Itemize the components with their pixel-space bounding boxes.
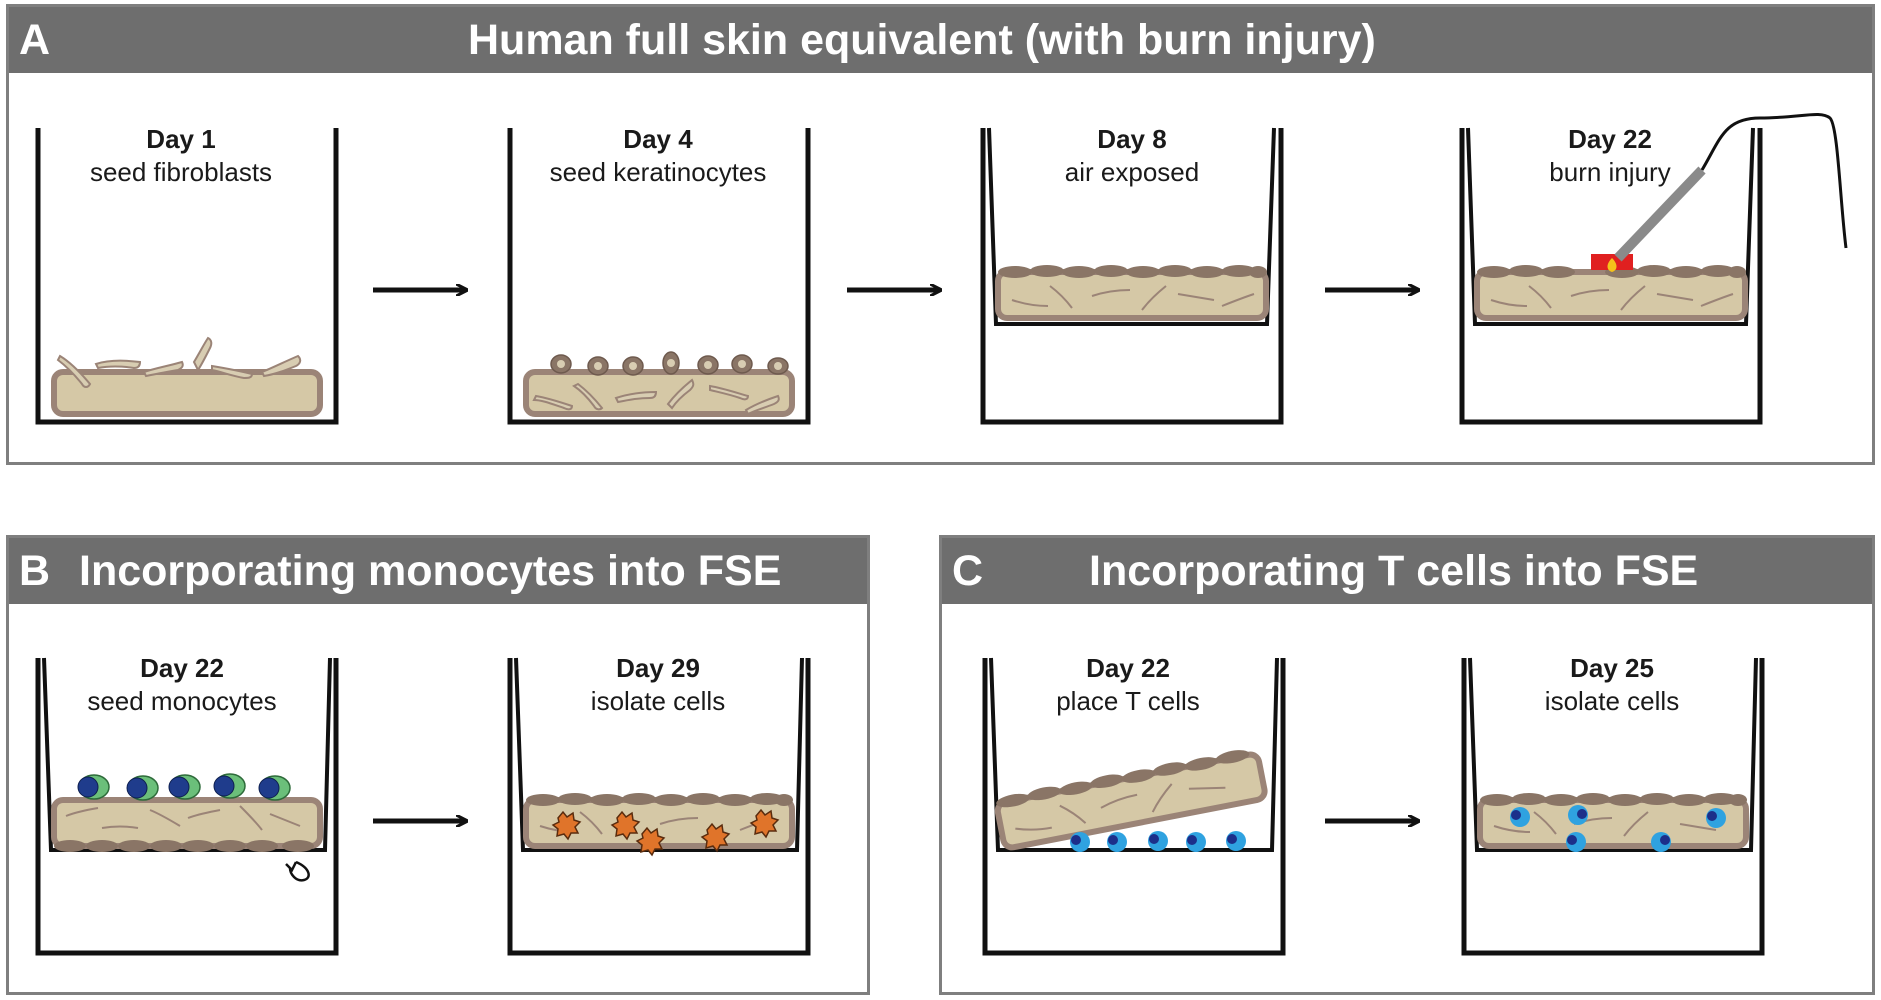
dermis-layer bbox=[994, 751, 1268, 851]
panel-a-header: A Human full skin equivalent (with burn … bbox=[9, 7, 1872, 73]
stage-b2-desc: isolate cells bbox=[590, 686, 726, 716]
panel-b-letter: B bbox=[19, 547, 51, 595]
stage-a1-desc: seed fibroblasts bbox=[89, 157, 273, 187]
epidermis-layer bbox=[1480, 793, 1747, 806]
stage-a2-day: Day 4 bbox=[623, 124, 693, 154]
panel-b-header: B Incorporating monocytes into FSE bbox=[9, 538, 867, 604]
panel-b-title: Incorporating monocytes into FSE bbox=[79, 547, 782, 595]
flame-icon bbox=[1607, 258, 1617, 272]
stage-a4-desc: burn injury bbox=[1549, 157, 1671, 187]
t-cells bbox=[1070, 831, 1246, 852]
well-a4 bbox=[1459, 112, 1848, 425]
keratinocyte-cells bbox=[550, 351, 789, 376]
macrophage-cells bbox=[551, 808, 780, 857]
well-c2 bbox=[1461, 657, 1765, 956]
fibroblast-cells bbox=[532, 378, 780, 416]
stage-b1-day: Day 22 bbox=[140, 653, 224, 683]
epidermis-layer bbox=[998, 265, 1267, 278]
flip-icon bbox=[288, 860, 310, 882]
fibroblast-cells bbox=[56, 336, 302, 388]
dermis-layer bbox=[51, 797, 323, 849]
panel-c-letter: C bbox=[952, 547, 984, 595]
epidermis-layer bbox=[526, 793, 793, 806]
well-b2 bbox=[507, 657, 811, 956]
panel-a-title: Human full skin equivalent (with burn in… bbox=[468, 16, 1376, 64]
stage-c2-label: Day 25 isolate cells bbox=[1462, 652, 1762, 718]
well-a3 bbox=[980, 127, 1284, 425]
panel-c-header: C Incorporating T cells into FSE bbox=[942, 538, 1872, 604]
dermis-layer bbox=[1474, 269, 1748, 321]
stage-a3-day: Day 8 bbox=[1097, 124, 1167, 154]
stage-c2-day: Day 25 bbox=[1570, 653, 1654, 683]
panel-c: C Incorporating T cells into FSE bbox=[939, 535, 1875, 995]
dermis-layer bbox=[995, 269, 1269, 321]
panel-c-title: Incorporating T cells into FSE bbox=[1089, 547, 1699, 595]
stage-a2-desc: seed keratinocytes bbox=[549, 157, 767, 187]
stage-a3-desc: air exposed bbox=[1064, 157, 1200, 187]
monocyte-cells bbox=[77, 773, 291, 801]
stage-c1-label: Day 22 place T cells bbox=[978, 652, 1278, 718]
t-cells bbox=[1510, 805, 1726, 852]
dermis-layer bbox=[51, 369, 323, 417]
stage-a3-label: Day 8 air exposed bbox=[982, 123, 1282, 189]
stage-a1-label: Day 1 seed fibroblasts bbox=[31, 123, 331, 189]
burn-probe bbox=[1614, 166, 1706, 262]
well-b1 bbox=[35, 657, 339, 956]
stage-a4-label: Day 22 burn injury bbox=[1460, 123, 1760, 189]
panel-a-letter: A bbox=[19, 16, 51, 64]
stage-c1-day: Day 22 bbox=[1086, 653, 1170, 683]
panel-b: B Incorporating monocytes into FSE bbox=[6, 535, 870, 995]
stage-c2-desc: isolate cells bbox=[1544, 686, 1680, 716]
well-c1 bbox=[982, 657, 1286, 956]
well-a2 bbox=[507, 128, 811, 425]
stage-b2-day: Day 29 bbox=[616, 653, 700, 683]
stage-b1-label: Day 22 seed monocytes bbox=[32, 652, 332, 718]
stage-a4-day: Day 22 bbox=[1568, 124, 1652, 154]
well-a1 bbox=[35, 128, 339, 425]
stage-a1-day: Day 1 bbox=[146, 124, 216, 154]
stage-b1-desc: seed monocytes bbox=[87, 686, 277, 716]
stage-c1-desc: place T cells bbox=[1056, 686, 1200, 716]
probe-cable bbox=[1700, 112, 1848, 249]
stage-b2-label: Day 29 isolate cells bbox=[508, 652, 808, 718]
epidermis-bottom bbox=[54, 840, 314, 852]
stage-a2-label: Day 4 seed keratinocytes bbox=[508, 123, 808, 189]
